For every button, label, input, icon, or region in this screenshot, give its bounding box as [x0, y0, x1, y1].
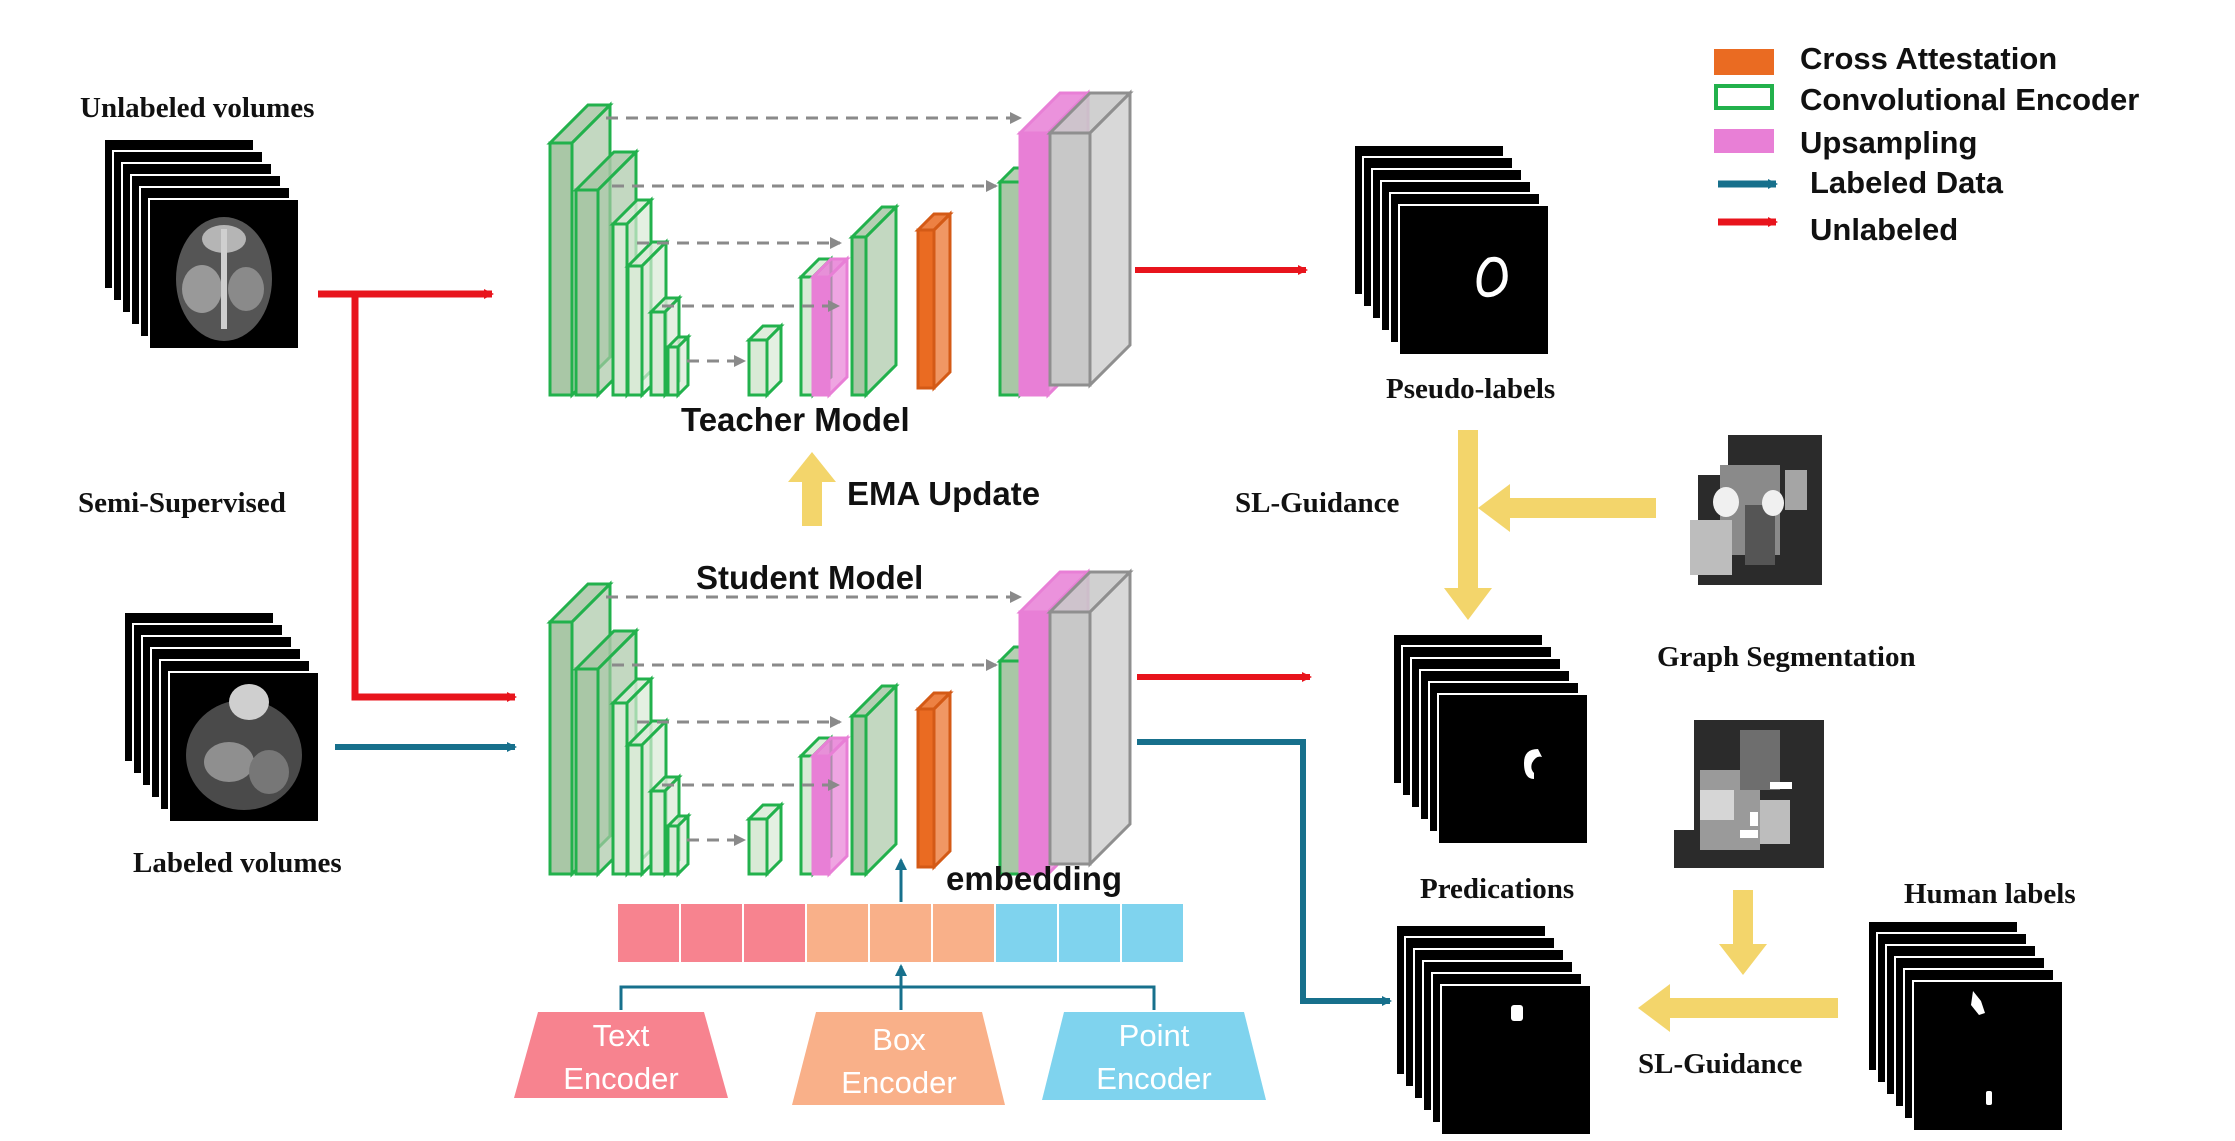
text-encoder-line1: Text: [593, 1018, 650, 1053]
human-labels-stack: [1867, 920, 2064, 1132]
embedding-cell-1: [616, 902, 681, 964]
legend-labeled-data-label: Labeled Data: [1810, 165, 2004, 200]
pseudo-labels-label: Pseudo-labels: [1386, 373, 1555, 405]
box-encoder: Box Encoder: [792, 1012, 1005, 1105]
legend-unlabeled-label: Unlabeled: [1810, 212, 1958, 247]
unlabeled-flow-arrows: [318, 289, 517, 702]
ema-update-arrow: [788, 452, 836, 526]
legend: Cross Attestation Convolutional Encoder …: [1714, 41, 2139, 247]
embedding-cell-8: [1057, 902, 1122, 964]
legend-cross-attestation-label: Cross Attestation: [1800, 41, 2057, 76]
predications-label: Predications: [1420, 873, 1574, 905]
scan-bowel: [249, 750, 289, 794]
unlabeled-volumes-label: Unlabeled volumes: [80, 92, 314, 124]
pseudo-labels-stack: [1353, 144, 1550, 356]
prediction-mask: [1524, 749, 1542, 779]
embedding-cell-2: [679, 902, 744, 964]
cross-attestation-block: [914, 689, 954, 871]
semi-supervised-label: Semi-Supervised: [78, 487, 286, 519]
sl-guidance-bottom-arrows: [1638, 890, 1838, 1032]
decoder-block-3: [848, 203, 900, 399]
predictions-stack: [1392, 633, 1589, 845]
student-model-label: Student Model: [696, 559, 923, 596]
scan-liver: [204, 742, 254, 782]
stack-slice-6: [1398, 204, 1550, 356]
scan-organ-left: [182, 265, 222, 313]
labeled-volumes-label: Labeled volumes: [133, 847, 342, 879]
unlabeled-volumes-stack: [103, 138, 300, 350]
embedding-cell-5: [868, 902, 933, 964]
point-encoder-line1: Point: [1119, 1018, 1190, 1053]
embedding-cell-3: [742, 902, 807, 964]
scan-organ-right: [228, 267, 264, 311]
student-model-network: [546, 568, 1134, 878]
encoder-block-6: [664, 812, 692, 878]
legend-upsampling-swatch: [1714, 129, 1774, 153]
student-to-predictions-blue-arrow: [1137, 739, 1392, 1006]
sl-guidance-bottom-label: SL-Guidance: [1638, 1048, 1802, 1080]
sl-guidance-top-arrows: [1444, 430, 1656, 620]
box-encoder-line1: Box: [872, 1022, 926, 1057]
point-encoder-line2: Encoder: [1096, 1061, 1211, 1096]
point-encoder: Point Encoder: [1042, 1012, 1266, 1100]
labeled-volumes-stack: [123, 611, 320, 823]
stack-slice-6: [1912, 980, 2064, 1132]
pseudo-label-mask: [1476, 256, 1508, 298]
decoder-block-1: [745, 322, 785, 399]
graph-segmentation-image-top: [1672, 435, 1822, 585]
graph-segmentation-label: Graph Segmentation: [1657, 641, 1916, 673]
teacher-model-network: [546, 89, 1134, 399]
scan-spine: [221, 229, 227, 329]
legend-upsampling-label: Upsampling: [1800, 125, 1977, 160]
embedding-cell-7: [994, 902, 1059, 964]
encoder-block-6: [664, 333, 692, 399]
embedding-cell-9: [1120, 902, 1185, 964]
scan-heart: [229, 684, 269, 720]
human-labels-label: Human labels: [1904, 878, 2076, 910]
legend-convolutional-encoder-swatch: [1714, 84, 1774, 110]
text-encoder-line2: Encoder: [563, 1061, 678, 1096]
legend-convolutional-encoder-label: Convolutional Encoder: [1800, 82, 2139, 117]
embedding-label: embedding: [946, 860, 1122, 897]
upsampling-block-1: [809, 734, 851, 878]
output-block: [1046, 89, 1134, 389]
ema-update-label: EMA Update: [847, 475, 1040, 512]
box-encoder-line2: Encoder: [841, 1065, 956, 1100]
encoder-connectors: [619, 964, 1156, 1010]
text-encoder: Text Encoder: [514, 1012, 728, 1098]
legend-cross-attestation-swatch: [1714, 49, 1774, 75]
teacher-model-label: Teacher Model: [681, 401, 910, 438]
decoder-block-3: [848, 682, 900, 878]
embedding-bar: [616, 902, 1185, 964]
unlabeled-to-student-arrow: [351, 294, 517, 702]
embedding-cell-4: [805, 902, 870, 964]
human-label-mask-upper: [1971, 991, 1985, 1015]
stack-slice-6: [1437, 693, 1589, 845]
output-mask: [1511, 1005, 1523, 1021]
embedding-cell-6: [931, 902, 996, 964]
sl-guidance-top-label: SL-Guidance: [1235, 487, 1399, 519]
graph-segmentation-image-bottom: [1674, 720, 1824, 868]
output-block: [1046, 568, 1134, 868]
decoder-block-1: [745, 801, 785, 878]
upsampling-block-1: [809, 255, 851, 399]
human-label-mask-lower: [1986, 1091, 1992, 1105]
final-output-stack: [1395, 924, 1592, 1136]
cross-attestation-block: [914, 210, 954, 392]
